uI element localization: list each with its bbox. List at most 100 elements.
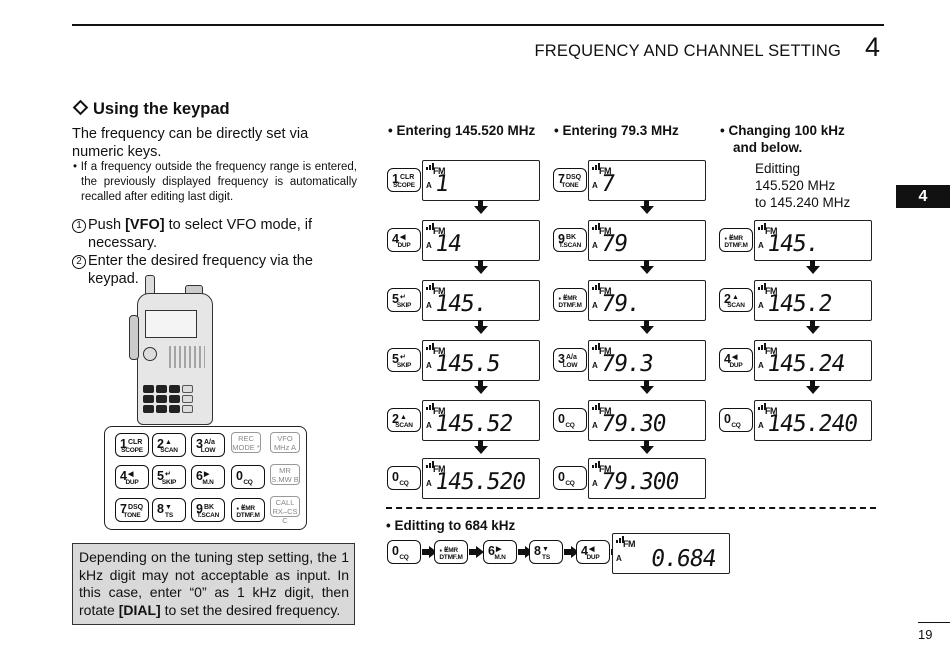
band-label: A [426,361,432,370]
key-top: 6▶ [488,543,501,559]
key-top: 2▲ [724,291,739,307]
key-5[interactable]: 5↵SKIP [152,465,186,489]
key-top: 4◀ [120,468,133,484]
key-dot[interactable]: ·#EMR DTMF.M [231,498,265,522]
key-number: · [236,502,241,516]
mode-label: FM [433,166,446,176]
key-number: 0 [558,470,565,484]
key-4[interactable]: 4◀DUP [576,540,610,564]
key-sub-symbol: ▼ [541,546,549,553]
signal-icon [592,223,600,230]
signal-icon [426,223,434,230]
signal-icon [758,403,766,410]
signal-icon [758,223,766,230]
key-dot[interactable]: ·#EMR DTMF.M [719,228,753,252]
side-button [129,315,139,360]
key-5[interactable]: 5↵SKIP [387,288,421,312]
bottom-heading: • Editting to 684 kHz [386,518,516,533]
key-dot[interactable]: ·#EMR DTMF.M [553,288,587,312]
signal-icon [592,163,600,170]
call-key[interactable]: CALL RX–CS C [270,496,300,525]
section-title-text: Using the keypad [93,100,230,118]
key-sub-symbol: ▶ [495,546,502,553]
key-top: 5↵ [157,468,171,484]
key-number: 2 [157,437,164,451]
key-6[interactable]: 6▶M.N [483,540,517,564]
mode-label: FM [433,406,446,416]
key-4[interactable]: 4◀DUP [115,465,149,489]
key-number: 5 [392,352,399,366]
key-4[interactable]: 4◀DUP [387,228,421,252]
down-arrow-icon [640,200,654,214]
frequency-readout: 79 [599,231,629,257]
key-function-label: CQ [565,479,575,487]
chapter-tab: 4 [896,185,950,208]
key-function-label: EMR DTMF.M [558,295,582,309]
key-5[interactable]: 5↵SKIP [387,348,421,372]
key-2[interactable]: 2▲SCAN [387,408,421,432]
key-mark: B [293,475,299,484]
frequency-readout: 7 [599,171,616,197]
mode-label: FM [599,286,612,296]
radio-keypad [143,385,193,413]
key-mark: C [282,516,288,525]
step-text: to select VFO mode, if necessary. [88,217,313,251]
key-8[interactable]: 8▼TS [152,498,186,522]
band-label: A [592,241,598,250]
mode-label: FM [765,346,778,356]
mode-label: FM [765,406,778,416]
band-label: A [758,361,764,370]
key-function-label: SCAN [395,421,413,429]
key-sub-symbol: ◀ [127,471,134,478]
key-function-label: CQ [731,421,741,429]
key-top: 4◀ [724,351,737,367]
signal-icon [426,163,434,170]
vfo-key[interactable]: VFO MHz A [270,432,300,453]
key-dot[interactable]: ·#EMR DTMF.M [434,540,468,564]
key-function-label: SCOPE [121,446,143,454]
key-4[interactable]: 4◀DUP [719,348,753,372]
top-rule [72,24,884,26]
key-2[interactable]: 2▲SCAN [152,433,186,457]
key-8[interactable]: 8▼TS [529,540,563,564]
key-top: 7DSQ [558,171,581,187]
key-number: 5 [157,469,164,483]
mr-key[interactable]: MR S.MW B [270,464,300,485]
rec-mode-key[interactable]: REC MODE * [231,432,261,453]
key-number: 9 [196,502,203,516]
key-function-label: SCOPE [393,181,415,189]
key-6[interactable]: 6▶M.N [191,465,225,489]
key-top: 2▲ [392,411,407,427]
key-label: MR S.MW [271,466,292,484]
key-top: 8▼ [534,543,549,559]
key-2[interactable]: 2▲SCAN [719,288,753,312]
key-number: 0 [392,544,399,558]
key-top: 1CLR [392,171,414,187]
signal-icon [426,403,434,410]
key-sub-symbol: ↵ [164,471,171,478]
key-top: 0 [724,411,732,427]
key-sub-symbol: ↵ [399,294,406,301]
right-arrow-icon [564,546,579,559]
key-function-label: SKIP [396,361,412,369]
right-arrow-icon [422,546,437,559]
key-sub-symbol: ▼ [164,504,172,511]
